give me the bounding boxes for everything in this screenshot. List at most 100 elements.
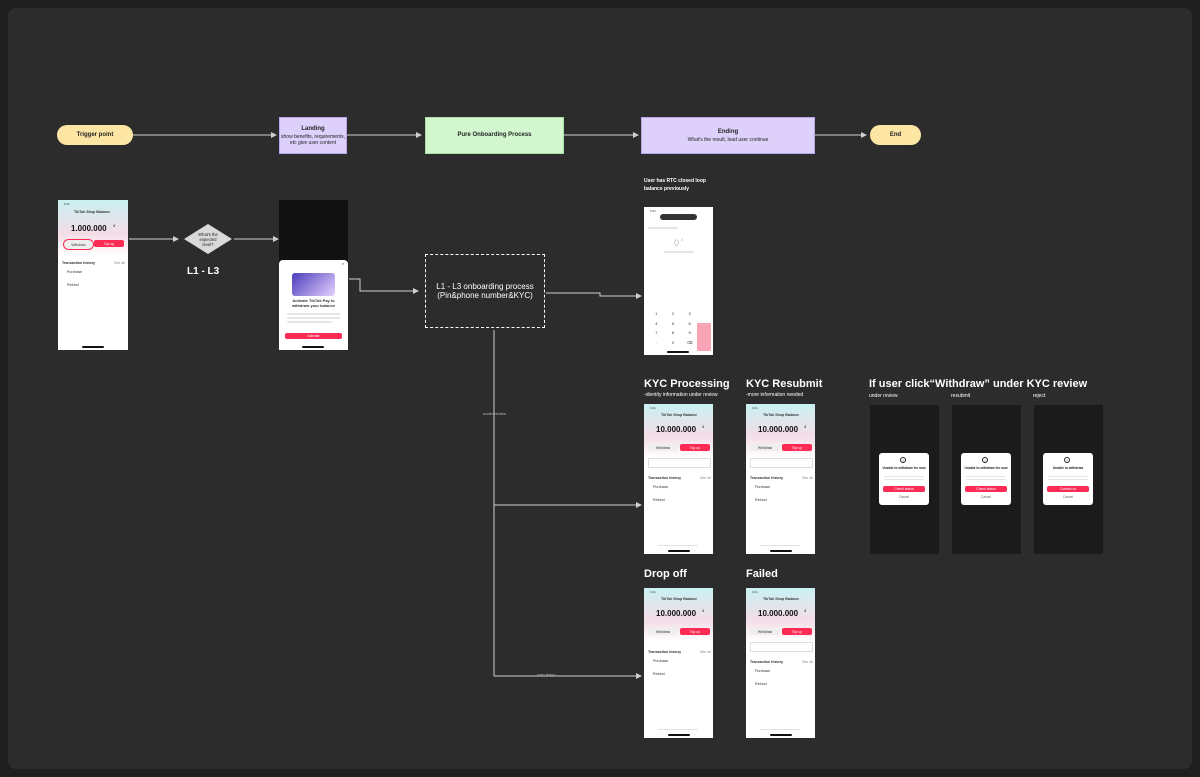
key[interactable]: 7 [655, 330, 658, 335]
dialog-primary-label: Contact us [1059, 487, 1077, 491]
dialog-secondary-button[interactable]: Cancel [898, 495, 910, 499]
see-all-link[interactable]: See all [802, 476, 813, 480]
dialog-primary-button[interactable]: Check status [883, 486, 925, 492]
balance-currency: đ [702, 608, 705, 613]
balance-amount: 1.000.000 [71, 224, 107, 233]
kyc-notice-banner[interactable] [750, 458, 813, 468]
top-up-button[interactable]: Top up [782, 628, 812, 635]
withdraw-button[interactable]: Withdraw [750, 628, 780, 635]
key[interactable]: 6 [688, 320, 691, 326]
see-all-link[interactable]: See all [114, 261, 125, 265]
withdraw-currency: đ [681, 238, 683, 242]
refund-item: Refund [653, 498, 665, 502]
key[interactable]: 3 [688, 311, 691, 316]
kyc-resubmit-sub: -more information needed [746, 392, 804, 398]
txn-history-title: Transaction history [648, 476, 682, 480]
activate-button[interactable]: Activate [285, 333, 342, 339]
balance-header: TikTok Shop Balance [74, 210, 111, 214]
key[interactable]: 2 [671, 311, 675, 316]
landing-phone-screen: × Activate TikTok Pay to withdraw your b… [279, 200, 348, 350]
end-node: End [870, 125, 921, 145]
user-leave-edge-label: user leave [537, 672, 556, 677]
txn-history-title: Transaction history [750, 660, 784, 664]
withdraw-dialog-screen-1: ! Unable to withdraw for now Check statu… [870, 405, 939, 554]
connector-lines [129, 132, 867, 679]
card-illustration [292, 273, 335, 296]
dialog-title: Unable to withdraw for now [882, 466, 926, 470]
top-up-button[interactable]: Top up [94, 240, 124, 247]
withdraw-button[interactable]: Withdraw [648, 444, 678, 451]
withdraw-amount: 0 [674, 238, 680, 248]
refund-item: Refund [653, 672, 665, 676]
ending-description: What's the result, lead user continue [687, 136, 769, 143]
key[interactable]: 0 [671, 339, 675, 345]
withdraw-dialog-screen-2: ! Unable to withdraw for now Check statu… [952, 405, 1021, 554]
ending-title: Ending [717, 128, 739, 135]
purchase-item: Purchase [755, 485, 771, 489]
status-time: 9:41 [650, 590, 656, 594]
dialog-secondary-button[interactable]: Cancel [1062, 495, 1074, 499]
trigger-point-node: Trigger point [57, 125, 133, 145]
key[interactable]: . [655, 339, 657, 345]
process-line-2: (Pin&phone number&KYC) [437, 291, 533, 300]
withdraw-label: Withdraw [655, 629, 671, 634]
alert-icon: ! [900, 457, 906, 463]
balance-header: TikTok Shop Balance [661, 413, 698, 417]
dialog-secondary-button[interactable]: Cancel [980, 495, 992, 499]
top-up-label: Top up [791, 629, 803, 634]
withdraw-phone-screen: 9:41 0 đ 1 2 3 4 5 6 7 8 9 . 0 ⌫ [644, 207, 713, 355]
withdraw-label: Withdraw [655, 445, 671, 450]
purchase-item: Purchase [67, 270, 83, 274]
withdraw-button[interactable]: Withdraw [750, 444, 780, 451]
balance-header: TikTok Shop Balance [763, 413, 800, 417]
kyc-resubmit-title: KYC Resubmit [746, 378, 823, 390]
confirm-key[interactable] [697, 323, 711, 351]
rtc-note: User has RTC closed loop balance previou… [644, 178, 706, 192]
diagram-canvas: Trigger point Landing show benefits, req… [8, 8, 1192, 769]
balance-amount: 10.000.000 [656, 609, 697, 618]
dialog-primary-label: Check status [976, 487, 996, 491]
landing-node: Landing show benefits, requirements, etc… [279, 117, 347, 154]
txn-history-title: Transaction history [648, 650, 682, 654]
landing-popup: × Activate TikTok Pay to withdraw your b… [279, 260, 348, 350]
alert-icon: ! [982, 457, 988, 463]
withdraw-label: Withdraw [757, 445, 773, 450]
see-all-link[interactable]: See all [802, 660, 813, 664]
landing-description: show benefits, requirements, etc give us… [281, 133, 345, 146]
withdraw-button[interactable]: Withdraw [648, 628, 678, 635]
key[interactable]: 4 [655, 320, 658, 326]
withdraw-dialog: ! Unable to withdraw for now Check statu… [961, 453, 1011, 505]
key[interactable]: ⌫ [686, 339, 693, 345]
trigger-point-label: Trigger point [76, 132, 114, 138]
key[interactable]: 5 [671, 320, 675, 326]
withdraw-button[interactable]: Withdraw [63, 239, 94, 250]
failed-title: Failed [746, 568, 778, 580]
key[interactable]: 8 [671, 330, 675, 335]
dialog-primary-button[interactable]: Contact us [1047, 486, 1089, 492]
top-up-button[interactable]: Top up [680, 444, 710, 451]
popup-close-icon[interactable]: × [342, 261, 345, 266]
label-resubmit: resubmit [951, 393, 971, 399]
kyc-notice-banner[interactable] [648, 458, 711, 468]
top-up-button[interactable]: Top up [680, 628, 710, 635]
refund-item: Refund [755, 682, 767, 686]
withdraw-label: Withdraw [757, 629, 773, 634]
balance-header: TikTok Shop Balance [763, 597, 800, 601]
withdraw-dialog: ! Unable to withdraw Contact us Cancel [1043, 453, 1093, 505]
kyc-notice-banner[interactable] [750, 642, 813, 652]
top-up-button[interactable]: Top up [782, 444, 812, 451]
purchase-item: Purchase [755, 669, 771, 673]
kyc-resubmit-phone: 9:41 TikTok Shop Balance 10.000.000 đ Wi… [746, 404, 815, 554]
key[interactable]: 1 [655, 311, 658, 316]
top-up-label: Top up [689, 629, 701, 634]
withdraw-dialog-screen-3: ! Unable to withdraw Contact us Cancel [1034, 405, 1103, 554]
see-all-link[interactable]: See all [700, 476, 711, 480]
dialog-primary-button[interactable]: Check status [965, 486, 1007, 492]
drop-off-title: Drop off [644, 568, 687, 580]
txn-history-title: Transaction history [750, 476, 784, 480]
key[interactable]: 9 [688, 330, 691, 335]
see-all-link[interactable]: See all [700, 650, 711, 654]
kyc-processing-sub: -identity information under review [644, 392, 718, 398]
status-time: 9:41 [650, 209, 656, 213]
end-label: End [889, 132, 902, 138]
